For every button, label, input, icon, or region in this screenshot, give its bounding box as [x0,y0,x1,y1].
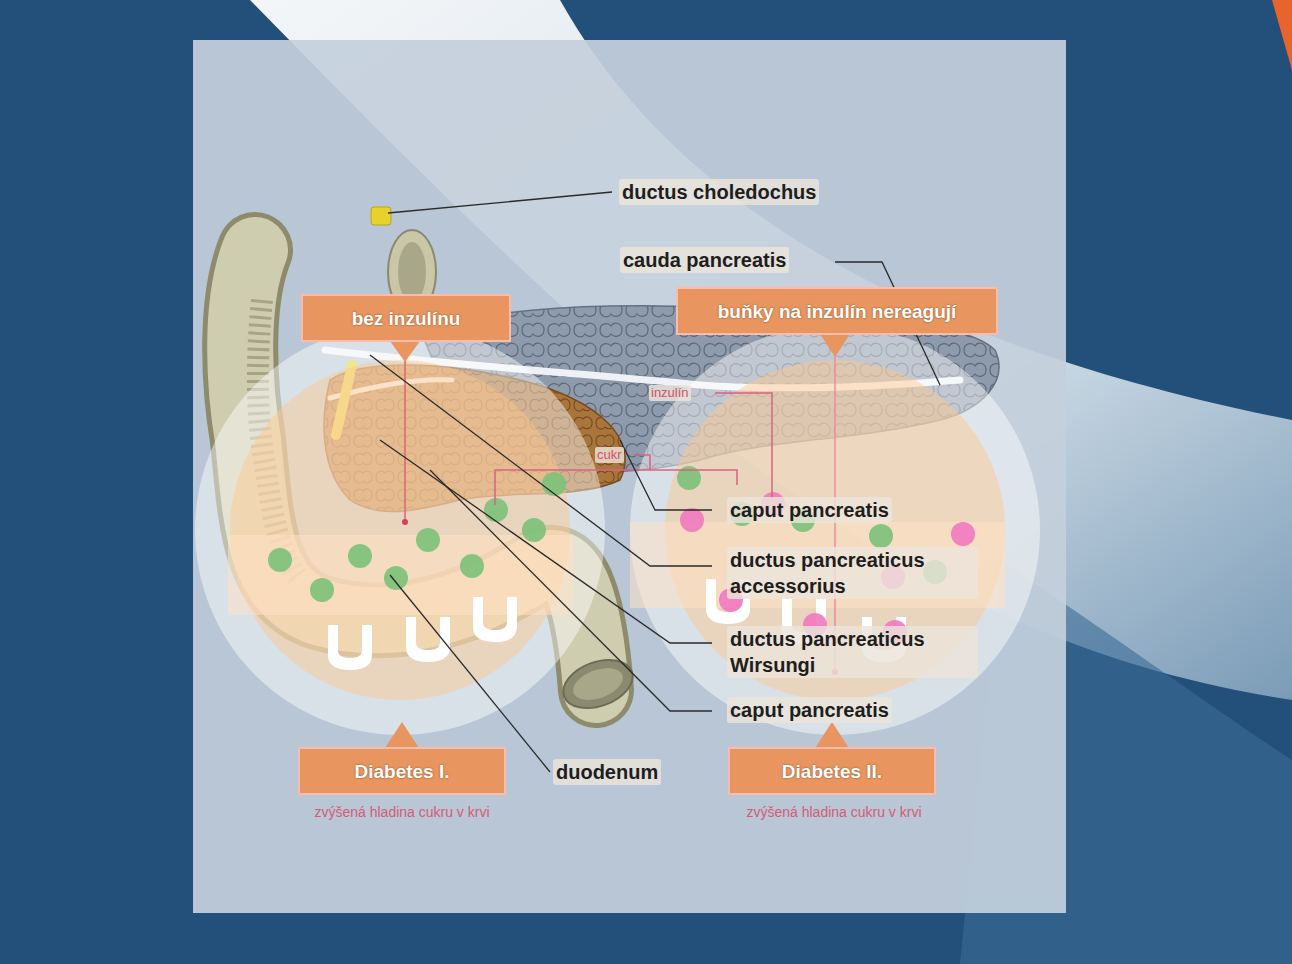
diabetes-overlay [195,325,1040,735]
part-label: ductus choledochus [619,179,819,205]
diabetes-overlay-part [630,522,1005,608]
callout-pointers-part [815,722,849,748]
callout-text: Diabetes II. [782,760,882,783]
callout-box: buňky na inzulín nereagují [676,287,998,335]
pancreas-illustration-part [569,662,627,706]
title-box: Diabetes II. [728,747,936,795]
title-box: Diabetes I. [298,747,506,795]
note-text: zvýšená hladina cukru v krvi [746,803,921,821]
pancreas-illustration-part [557,651,640,717]
background-part [1272,0,1292,70]
callout-pointers-part [402,519,408,525]
substance-label: inzulín [649,385,691,401]
sugar-dot-part [484,498,508,522]
callout-text: bez inzulínu [352,307,461,330]
note-text: zvýšená hladina cukru v krvi [314,803,489,821]
callout-pointers-part [715,393,772,500]
diabetes-overlay-part [328,625,372,670]
sugar-dot-part [268,548,292,572]
sugar-dot-part [460,554,484,578]
substance-label: cukr [595,447,624,463]
callout-text: buňky na inzulín nereagují [718,300,957,323]
callout-pointers-part [404,360,406,522]
insulin-dot-part [680,508,704,532]
sugar-dot-part [384,566,408,590]
callout-pointers-part [390,341,420,362]
sugar-dot-part [416,528,440,552]
diabetes-overlay-part [230,360,570,700]
diabetes-overlay-part [630,325,1040,735]
diabetes-overlay-part [195,325,605,735]
background-part [193,40,1066,913]
insulin-dot-part [951,522,975,546]
sugar-dot-part [542,472,566,496]
leader-lines-part [430,470,712,711]
diabetes-overlay-part [406,617,450,662]
callout-pointers-part [634,455,650,470]
callout-pointers-part [385,722,419,748]
part-label: duodenum [553,759,661,785]
callout-pointers-part [820,334,850,357]
leader-lines-part [620,440,712,510]
part-label: cauda pancreatis [620,247,789,273]
callout-box: bez inzulínu [301,294,511,342]
pancreas-illustration-part [371,207,391,225]
sugar-dot-part [310,578,334,602]
leader-lines [370,192,940,772]
part-label: caput pancreatis [727,497,892,523]
leader-lines-part [388,192,612,213]
leader-lines-part [370,355,712,566]
diabetes-overlay-part [473,597,517,642]
pancreas-illustration-part [398,242,426,302]
part-label: ductus pancreaticus accessorius [727,547,978,599]
callout-text: Diabetes I. [354,760,449,783]
leader-lines-part [390,575,550,772]
sugar-dot-part [348,544,372,568]
sugar-dot-part [869,524,893,548]
part-label: ductus pancreaticus Wirsungi [727,626,978,678]
sugar-dot-part [522,518,546,542]
diabetes-overlay-part [228,535,573,615]
callout-pointers-part [495,470,737,505]
part-label: caput pancreatis [727,697,892,723]
